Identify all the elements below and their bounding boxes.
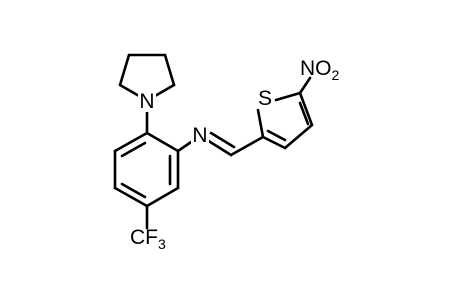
bond-c5-c4 xyxy=(298,91,314,127)
thiophene-ring xyxy=(256,91,314,150)
bond-c1-c2 xyxy=(145,131,180,153)
pyrrolidine-ring xyxy=(118,53,176,102)
bond-c6-c1 xyxy=(113,131,149,153)
pyrrolidine-n-label: N xyxy=(138,90,156,113)
cf3-main-text: CF xyxy=(130,226,158,249)
benzene-ring xyxy=(113,131,180,208)
thiophene-s-label: S xyxy=(256,87,274,110)
nitro-group-text: NO2 xyxy=(300,57,340,83)
bond-c4-c5 xyxy=(113,186,149,208)
cf3-group-text: CF3 xyxy=(130,226,166,252)
bond-c2-c3-inner xyxy=(266,129,287,142)
pyrrolidine-n-text: N xyxy=(139,90,154,113)
bond-imine-c-thiophene xyxy=(229,135,265,157)
bond-c3-c4 xyxy=(145,186,180,208)
cf3-group-label: CF3 xyxy=(130,226,166,252)
nitro-sub-text: 2 xyxy=(332,67,340,83)
bond-s-c5 xyxy=(274,91,302,102)
bond-c4-c5 xyxy=(163,53,176,87)
bond-c2-s xyxy=(256,108,265,139)
cf3-sub-text: 3 xyxy=(158,236,166,252)
bond-c1-c6-inner xyxy=(120,141,147,158)
thiophene-s-text: S xyxy=(258,87,272,110)
bond-c5-c4-inner xyxy=(120,182,147,199)
bond-imine-n-c-double xyxy=(209,131,236,149)
nitro-main-text: NO xyxy=(300,57,332,80)
imine-linkage xyxy=(176,131,265,157)
imine-n-text: N xyxy=(192,124,207,147)
bond-c3-c2 xyxy=(261,135,287,150)
imine-n-label: N xyxy=(191,124,209,147)
bond-c2-c3 xyxy=(118,53,131,87)
nitro-group-label: NO2 xyxy=(300,57,340,83)
bond-c4-c3 xyxy=(283,123,314,150)
bond-c4-c5-inner xyxy=(298,101,310,126)
bond-imine-n-c xyxy=(205,138,233,157)
bond-thiophene-nitro xyxy=(298,76,312,95)
